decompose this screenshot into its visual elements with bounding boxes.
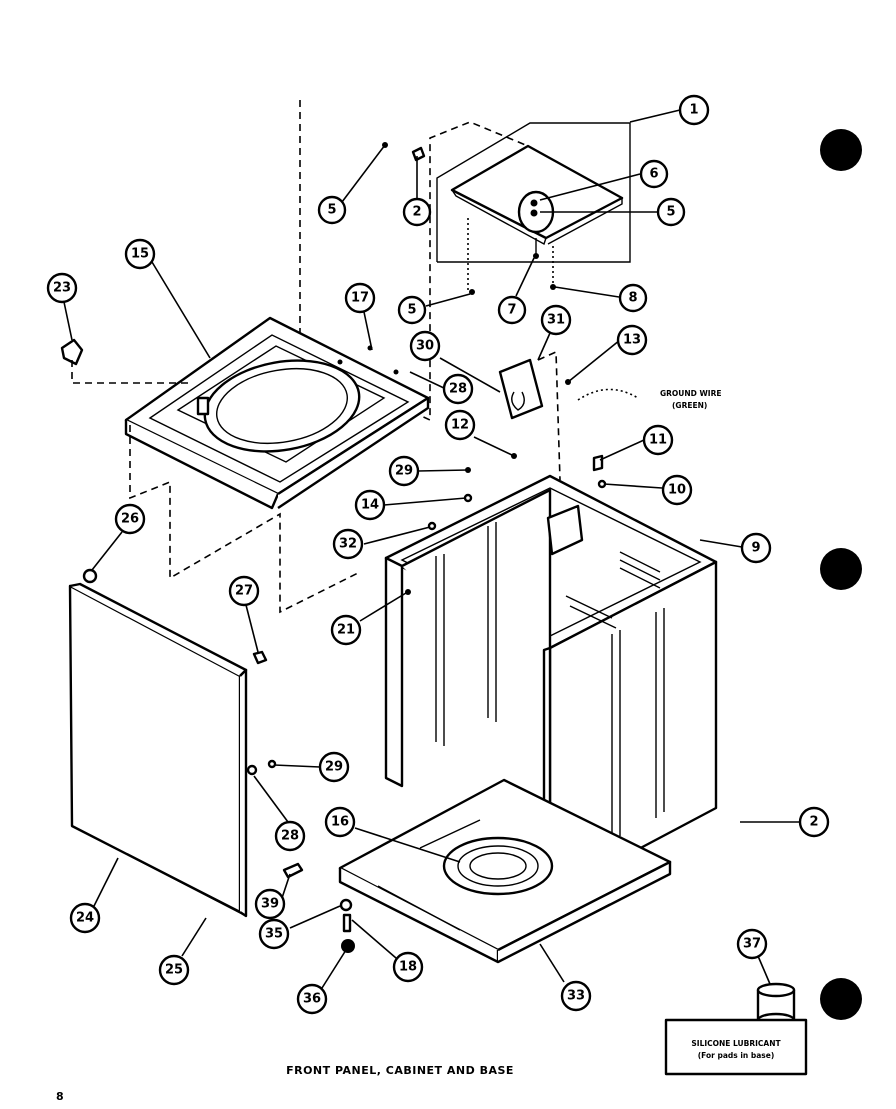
- svg-text:11: 11: [649, 433, 667, 448]
- callout-10: 10: [661, 474, 693, 506]
- svg-text:6: 6: [649, 167, 658, 182]
- diagram-title: FRONT PANEL, CABINET AND BASE: [286, 1064, 514, 1077]
- callout-8: 8: [618, 283, 648, 313]
- ground-wire-label: GROUND WIRE: [660, 389, 721, 398]
- callout-37: 37: [736, 928, 768, 960]
- binder-hole-bottom: [820, 978, 862, 1020]
- svg-text:7: 7: [507, 303, 516, 318]
- callout-2: 2: [402, 197, 432, 227]
- svg-text:29: 29: [325, 760, 343, 775]
- svg-text:8: 8: [628, 291, 637, 306]
- svg-text:16: 16: [331, 815, 349, 830]
- svg-text:15: 15: [131, 247, 149, 262]
- callout-6: 6: [639, 159, 669, 189]
- svg-text:28: 28: [281, 829, 299, 844]
- binder-hole-top: [820, 129, 862, 171]
- callout-17: 17: [344, 282, 376, 314]
- callout-32: 32: [332, 528, 364, 560]
- callout-15: 15: [124, 238, 156, 270]
- svg-text:29: 29: [395, 464, 413, 479]
- svg-text:9: 9: [751, 541, 760, 556]
- lubricant-label-line2: (For pads in base): [698, 1051, 775, 1060]
- svg-text:27: 27: [235, 584, 253, 599]
- callout-29-top: 29: [388, 455, 420, 487]
- callout-30: 30: [409, 330, 441, 362]
- callout-21: 21: [330, 614, 362, 646]
- binder-hole-middle: [820, 548, 862, 590]
- callout-31: 31: [540, 304, 572, 336]
- svg-text:21: 21: [337, 623, 355, 638]
- callout-7: 7: [497, 295, 527, 325]
- svg-text:13: 13: [623, 333, 641, 348]
- svg-text:5: 5: [327, 203, 336, 218]
- svg-text:5: 5: [666, 205, 675, 220]
- callout-39: 39: [254, 888, 286, 920]
- svg-text:23: 23: [53, 281, 71, 296]
- callout-26: 26: [114, 503, 146, 535]
- svg-text:17: 17: [351, 291, 369, 306]
- callout-12: 12: [444, 409, 476, 441]
- callout-18: 18: [392, 951, 424, 983]
- callout-16: 16: [324, 806, 356, 838]
- svg-text:5: 5: [407, 303, 416, 318]
- callout-1: 1: [678, 94, 710, 126]
- svg-text:39: 39: [261, 897, 279, 912]
- svg-text:37: 37: [743, 937, 761, 952]
- callout-25: 25: [158, 954, 190, 986]
- svg-text:12: 12: [451, 418, 469, 433]
- callout-14: 14: [354, 489, 386, 521]
- callout-11: 11: [642, 424, 674, 456]
- svg-text:32: 32: [339, 537, 357, 552]
- svg-text:26: 26: [121, 512, 139, 527]
- svg-text:24: 24: [76, 911, 94, 926]
- callout-36: 36: [296, 983, 328, 1015]
- svg-text:28: 28: [449, 382, 467, 397]
- callout-23: 23: [46, 272, 78, 304]
- callout-2-right: 2: [798, 806, 830, 838]
- top-lid-assembly: [436, 122, 631, 295]
- callout-28-top: 28: [442, 373, 474, 405]
- svg-text:36: 36: [303, 992, 321, 1007]
- svg-text:2: 2: [809, 815, 818, 830]
- callout-13: 13: [616, 324, 648, 356]
- svg-text:1: 1: [689, 103, 698, 118]
- lubricant-container: SILICONE LUBRICANT (For pads in base): [664, 982, 808, 1076]
- callout-27: 27: [228, 575, 260, 607]
- svg-text:31: 31: [547, 313, 565, 328]
- base: [338, 778, 672, 964]
- front-top-panel: [124, 316, 430, 510]
- page-number: 8: [56, 1090, 64, 1103]
- callout-5-lid: 5: [656, 197, 686, 227]
- ground-wire-color-label: (GREEN): [672, 401, 707, 410]
- callout-5-lower: 5: [397, 295, 427, 325]
- callout-24: 24: [69, 902, 101, 934]
- callout-29-bottom: 29: [318, 751, 350, 783]
- callout-9: 9: [740, 532, 772, 564]
- svg-text:30: 30: [416, 339, 434, 354]
- svg-text:10: 10: [668, 483, 686, 498]
- front-panel: [68, 568, 248, 918]
- callout-5: 5: [317, 195, 347, 225]
- svg-text:2: 2: [412, 205, 421, 220]
- svg-text:35: 35: [265, 927, 283, 942]
- cabinet: [384, 474, 718, 898]
- svg-text:33: 33: [567, 989, 585, 1004]
- svg-text:25: 25: [165, 963, 183, 978]
- callout-35: 35: [258, 918, 290, 950]
- callout-28-bottom: 28: [274, 820, 306, 852]
- svg-text:14: 14: [361, 498, 379, 513]
- svg-text:18: 18: [399, 960, 417, 975]
- callout-33: 33: [560, 980, 592, 1012]
- lubricant-label-line1: SILICONE LUBRICANT: [691, 1039, 781, 1048]
